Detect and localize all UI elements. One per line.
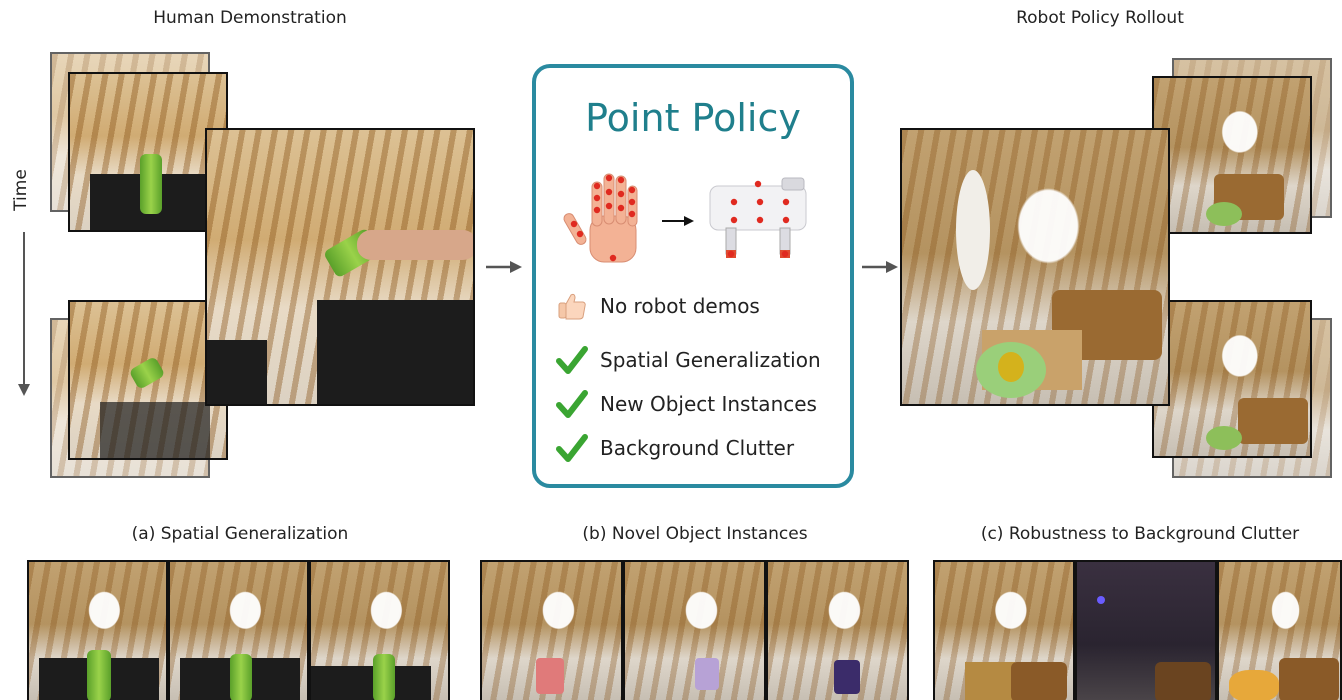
feature-background-clutter: Background Clutter	[536, 432, 850, 468]
novel-object-frame-1	[480, 560, 623, 700]
robot-policy-rollout-title: Robot Policy Rollout	[1016, 8, 1184, 28]
map-arrow-icon	[662, 216, 694, 226]
feature-label: Background Clutter	[600, 436, 795, 460]
check-icon	[556, 346, 588, 374]
human-demonstration-title: Human Demonstration	[153, 8, 347, 28]
caption-background-clutter: (c) Robustness to Background Clutter	[980, 524, 1300, 544]
check-icon	[556, 390, 588, 418]
feature-no-robot-demos: No robot demos	[536, 290, 850, 326]
point-policy-box: Point Policy	[532, 64, 854, 488]
caption-spatial-generalization: (a) Spatial Generalization	[131, 524, 349, 544]
spatial-frame-1	[27, 560, 168, 700]
robot-rollout-frame-back-2	[1152, 76, 1312, 234]
thumbs-up-icon	[558, 293, 586, 320]
novel-object-frame-3	[766, 560, 909, 700]
human-demo-frame-back-4	[68, 300, 228, 460]
point-policy-title: Point Policy	[585, 96, 801, 140]
feature-new-object-instances: New Object Instances	[536, 388, 850, 424]
spatial-frame-3	[309, 560, 450, 700]
feature-label: New Object Instances	[600, 392, 817, 416]
human-demo-frame-back-2	[68, 72, 228, 232]
gripper-keypoints-icon	[709, 177, 807, 258]
robot-rollout-main-frame	[900, 128, 1170, 406]
arrow-right-left	[486, 261, 522, 273]
time-axis: Time	[8, 160, 38, 400]
feature-label: No robot demos	[600, 294, 760, 318]
clutter-frame-3	[1217, 560, 1342, 700]
feature-spatial-generalization: Spatial Generalization	[536, 344, 850, 380]
time-arrow	[18, 232, 30, 396]
feature-label: Spatial Generalization	[600, 348, 821, 372]
arrow-right-right	[862, 261, 898, 273]
caption-novel-object-instances: (b) Novel Object Instances	[582, 524, 808, 544]
novel-object-frame-2	[623, 560, 766, 700]
check-icon	[556, 434, 588, 462]
clutter-frame-1	[933, 560, 1075, 700]
human-demo-main-frame	[205, 128, 475, 406]
hand-keypoints-icon	[563, 173, 638, 263]
clutter-frame-2	[1075, 560, 1217, 700]
spatial-frame-2	[168, 560, 309, 700]
robot-rollout-frame-back-4	[1152, 300, 1312, 458]
